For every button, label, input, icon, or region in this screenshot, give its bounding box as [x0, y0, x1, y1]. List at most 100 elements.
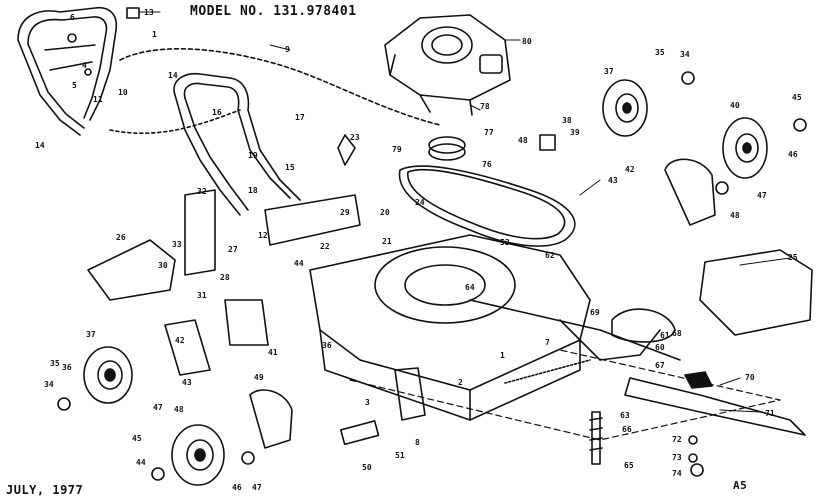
part-label: 66	[622, 425, 632, 434]
part-label: 27	[228, 245, 238, 254]
part-label: 20	[380, 208, 390, 217]
part-label: 45	[132, 434, 142, 443]
part-label: 61	[660, 331, 670, 340]
part-label: 51	[395, 451, 405, 460]
part-label: 36	[322, 341, 332, 350]
part-label: 41	[268, 348, 278, 357]
rear-shield	[699, 249, 813, 336]
part-label: 46	[232, 483, 242, 492]
part-label: 37	[86, 330, 96, 339]
wheel-cover-right	[664, 158, 716, 226]
part-label: 8	[415, 438, 420, 447]
part-label: 76	[482, 160, 492, 169]
part-label: 16	[212, 108, 222, 117]
part-label: 45	[792, 93, 802, 102]
model-number-label: MODEL NO. 131.978401	[190, 4, 357, 19]
part-label: 70	[745, 373, 755, 382]
part-label: 29	[340, 208, 350, 217]
page-code-label: A5	[733, 479, 748, 492]
part-label: 47	[757, 191, 767, 200]
part-label: 22	[320, 242, 330, 251]
part-label: 28	[220, 273, 230, 282]
part-label: 43	[182, 378, 192, 387]
part-label: 47	[153, 403, 163, 412]
wheel-top-right-1	[602, 79, 648, 137]
part-label: 35	[655, 48, 665, 57]
part-label: 25	[788, 253, 798, 262]
part-label: 44	[294, 259, 304, 268]
lower-handle	[173, 72, 301, 216]
part-label: 34	[44, 380, 54, 389]
part-label: 67	[655, 361, 665, 370]
part-label: 14	[168, 71, 178, 80]
part-label: 18	[248, 186, 258, 195]
upper-handle	[17, 6, 118, 136]
part-label: 34	[680, 50, 690, 59]
part-label: 46	[788, 150, 798, 159]
part-label: 40	[730, 101, 740, 110]
part-label: 49	[254, 373, 264, 382]
part-label: 44	[136, 458, 146, 467]
part-label: 43	[608, 176, 618, 185]
part-label: 32	[197, 187, 207, 196]
part-label: 15	[285, 163, 295, 172]
part-label: 12	[258, 231, 268, 240]
engine	[384, 14, 511, 116]
part-label: 7	[545, 338, 550, 347]
part-label: 36	[62, 363, 72, 372]
part-label: 50	[362, 463, 372, 472]
part-label: 48	[518, 136, 528, 145]
part-number-labels: 13 9 14 1 4 5 6 11 10 14 16 17 19 15 18 …	[35, 8, 802, 492]
part-label: 5	[72, 81, 77, 90]
part-label: 64	[465, 283, 475, 292]
part-label: 80	[522, 37, 532, 46]
part-label: 1	[500, 351, 505, 360]
part-label: 42	[625, 165, 635, 174]
part-label: 62	[545, 251, 555, 260]
wheel-rear-left	[171, 424, 225, 486]
part-label: 14	[35, 141, 45, 150]
part-label: 35	[50, 359, 60, 368]
part-label: 60	[655, 343, 665, 352]
part-label: 10	[118, 88, 128, 97]
part-label: 42	[175, 336, 185, 345]
part-label: 2	[458, 378, 463, 387]
leader-lines	[139, 11, 791, 413]
part-label: 33	[172, 240, 182, 249]
part-label: 79	[392, 145, 402, 154]
wheel-front-left	[83, 346, 133, 404]
part-label: 73	[672, 453, 682, 462]
part-label: 13	[144, 8, 154, 17]
part-label: 48	[174, 405, 184, 414]
part-label: 4	[82, 61, 87, 70]
part-label: 11	[93, 95, 103, 104]
pulley-belt	[398, 136, 576, 247]
part-label: 21	[382, 237, 392, 246]
hardware-items	[57, 7, 807, 481]
part-label: 71	[765, 409, 775, 418]
part-label: 19	[248, 151, 258, 160]
part-label: 74	[672, 469, 682, 478]
part-label: 23	[350, 133, 360, 142]
part-label: 9	[285, 45, 290, 54]
part-label: 48	[730, 211, 740, 220]
date-label: JULY, 1977	[6, 483, 84, 497]
part-label: 69	[590, 308, 600, 317]
part-label: 65	[624, 461, 634, 470]
part-label: 3	[365, 398, 370, 407]
part-label: 26	[116, 233, 126, 242]
wheel-top-right-2	[722, 117, 768, 179]
side-shield	[87, 239, 176, 301]
part-label: 1	[152, 30, 157, 39]
part-label: 53	[500, 238, 510, 247]
wheel-cover-left	[249, 389, 293, 449]
part-label: 39	[570, 128, 580, 137]
part-label: 37	[604, 67, 614, 76]
part-label: 38	[562, 116, 572, 125]
part-label: 17	[295, 113, 305, 122]
part-label: 78	[480, 102, 490, 111]
part-label: 47	[252, 483, 262, 492]
part-label: 77	[484, 128, 494, 137]
part-label: 24	[415, 198, 425, 207]
